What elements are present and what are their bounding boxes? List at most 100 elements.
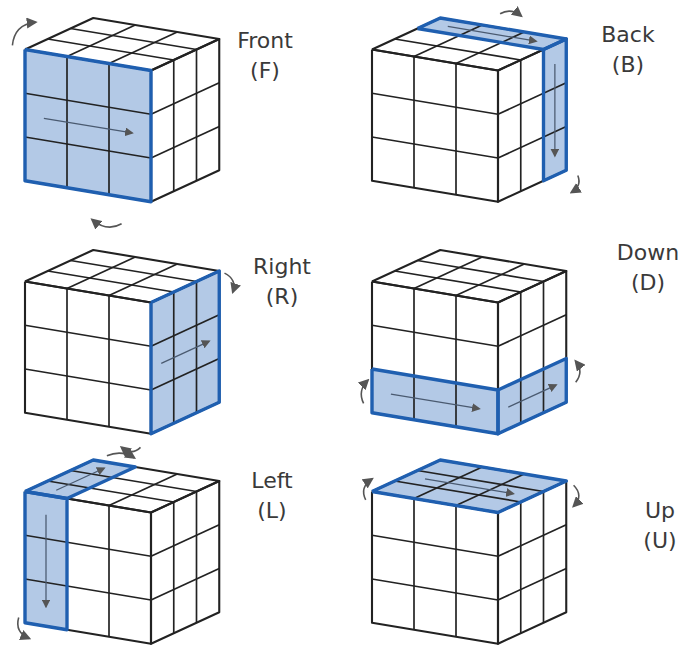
turn-arrow xyxy=(361,380,368,403)
face-outline xyxy=(498,271,566,434)
grid-line xyxy=(543,492,545,623)
cube-face xyxy=(25,282,151,434)
layer-outline xyxy=(417,18,566,50)
grid-line xyxy=(151,83,219,115)
grid-line xyxy=(25,535,151,556)
layer-outline xyxy=(372,369,498,434)
grid-line xyxy=(108,295,110,426)
face-outline xyxy=(372,492,498,644)
cube-drawing xyxy=(364,460,579,644)
grid-line xyxy=(196,50,198,181)
grid-line xyxy=(25,369,151,390)
turning-layer xyxy=(543,39,566,181)
grid-line xyxy=(25,137,151,158)
turn-direction xyxy=(508,385,556,407)
grid-line xyxy=(498,568,566,600)
grid-line xyxy=(25,579,151,600)
cube-drawing xyxy=(25,250,234,452)
grid-line xyxy=(455,63,457,194)
turn-arrow xyxy=(572,176,580,193)
turn-arrow xyxy=(122,447,141,451)
face-outline xyxy=(25,18,219,71)
cube-face xyxy=(372,18,566,71)
turn-direction xyxy=(45,515,46,607)
turning-layer xyxy=(372,460,566,513)
turn-arrow xyxy=(576,361,580,382)
grid-line xyxy=(520,60,522,191)
grid-line xyxy=(25,93,151,114)
layer-outline xyxy=(372,460,566,513)
cube-drawing xyxy=(18,453,219,644)
layer-outline xyxy=(25,492,67,630)
turn-arrow xyxy=(574,485,579,506)
layer-outline xyxy=(25,50,151,202)
cube-face xyxy=(372,282,498,434)
face-outline xyxy=(372,460,566,513)
cube-face xyxy=(25,50,151,202)
grid-line xyxy=(66,289,68,420)
grid-line xyxy=(372,579,498,600)
turn-direction xyxy=(44,118,132,133)
grid-line xyxy=(455,505,457,636)
move-label: Right (R) xyxy=(253,252,311,311)
grid-line xyxy=(498,126,566,157)
grid-line xyxy=(372,137,498,158)
cube-face xyxy=(372,250,566,303)
turn-arrow xyxy=(107,453,134,458)
grid-line xyxy=(543,282,545,413)
face-outline xyxy=(372,250,566,303)
grid-line xyxy=(372,93,498,114)
turn-direction xyxy=(448,26,536,41)
grid-line xyxy=(498,315,566,347)
grid-line xyxy=(413,499,415,630)
cube-drawing xyxy=(12,18,219,227)
face-outline xyxy=(498,39,566,202)
turn-direction xyxy=(425,479,513,494)
grid-line xyxy=(455,295,457,426)
cube-face xyxy=(372,50,498,202)
face-outline xyxy=(372,282,498,434)
face-outline xyxy=(372,50,498,202)
move-label: Front (F) xyxy=(237,26,293,85)
cube-drawing xyxy=(372,11,579,202)
grid-line xyxy=(498,83,566,115)
face-outline xyxy=(151,481,219,644)
turn-arrow xyxy=(92,220,121,228)
face-outline xyxy=(25,492,151,644)
move-label: Left (L) xyxy=(251,466,292,525)
turning-layer xyxy=(151,271,219,434)
cube-face xyxy=(372,460,566,513)
grid-line xyxy=(498,525,566,557)
face-outline xyxy=(151,39,219,202)
turn-direction xyxy=(56,468,104,490)
face-outline xyxy=(25,282,151,434)
turning-layer xyxy=(25,50,151,202)
grid-line xyxy=(413,289,415,420)
turning-layer xyxy=(372,369,498,434)
turn-arrow xyxy=(224,273,233,292)
grid-line xyxy=(25,325,151,346)
face-outline xyxy=(151,271,219,434)
cube-face xyxy=(25,492,151,644)
grid-line xyxy=(151,126,219,157)
grid-line xyxy=(520,502,522,633)
turning-layer xyxy=(498,358,566,433)
turn-arrow xyxy=(12,22,35,45)
turn-direction xyxy=(391,394,479,409)
grid-line xyxy=(372,325,498,346)
turn-direction xyxy=(161,341,209,363)
grid-line xyxy=(196,492,198,623)
turn-arrow xyxy=(364,479,372,500)
grid-line xyxy=(173,502,175,633)
grid-line xyxy=(413,57,415,188)
grid-line xyxy=(108,505,110,636)
layer-outline xyxy=(25,460,135,499)
face-outline xyxy=(25,50,151,202)
layer-outline xyxy=(543,39,566,181)
grid-line xyxy=(372,535,498,556)
face-outline xyxy=(372,18,566,71)
grid-line xyxy=(151,525,219,557)
turning-layer xyxy=(25,492,67,630)
